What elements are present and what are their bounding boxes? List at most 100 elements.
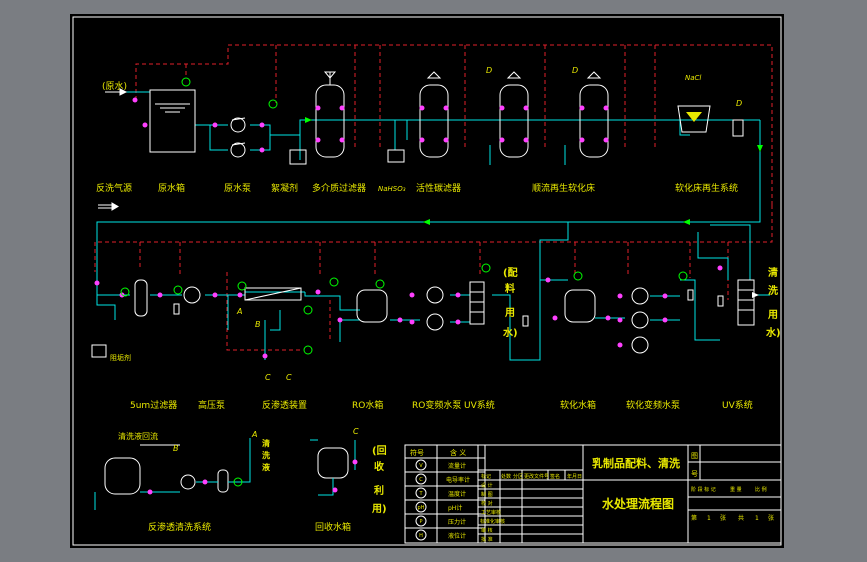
label-row3-b: B: [173, 444, 179, 453]
rev-5: 年月日: [567, 473, 582, 480]
legend-item-5: 液位计: [448, 532, 466, 540]
legend-item-3: pH计: [448, 504, 462, 512]
equipment-row-3: [104, 444, 349, 495]
high-pressure-pump: [183, 286, 201, 304]
legend-symbol-4: P: [419, 519, 422, 525]
regen-pump: [732, 119, 744, 137]
legend-item-2: 温度计: [448, 490, 466, 498]
label-soft-tank: 软化水箱: [560, 399, 596, 411]
label-backwash-gas: 反洗气源: [96, 182, 132, 194]
revision-row: 标记 处数 分区 更改文件号 签名 年月日: [481, 473, 582, 480]
label-tu: 图: [691, 452, 698, 460]
label-uv-1: UV系统: [464, 399, 495, 411]
label-ro-pump: RO变频水泵: [412, 399, 461, 411]
rev-2: 分区: [513, 473, 523, 480]
legend-item-1: 电导率计: [446, 476, 470, 484]
legend-symbol-0: V: [419, 463, 423, 469]
scale-inhibitor-tank: [91, 344, 107, 358]
label-d1: D: [486, 66, 492, 75]
outlet-ingredient-1: (配: [503, 267, 518, 279]
legend-symbol-2: T: [418, 491, 423, 497]
label-flocculant: 絮凝剂: [271, 182, 298, 194]
clean-liquid-side: 清 洗 液: [262, 438, 270, 472]
outlet-cleaning-water: 清 洗 用 水): [765, 266, 781, 339]
drawing-sheet: [70, 14, 784, 548]
rev-3: 更改文件号: [524, 473, 549, 480]
uv-system-2: [737, 279, 755, 326]
ro-tank: [356, 289, 388, 323]
outlet-cleaning-2: 洗: [768, 284, 778, 297]
label-softener-bed: 顺流再生软化床: [532, 182, 595, 194]
sign-6: 批 准: [481, 536, 493, 543]
label-row3-a: A: [251, 430, 257, 439]
arrow-down-1: [757, 145, 763, 152]
flocculant-tank: [289, 149, 307, 165]
label-ro-tank: RO水箱: [352, 399, 383, 411]
label-c1: C: [265, 373, 271, 382]
label-d2: D: [572, 66, 578, 75]
label-hp-pump: 高压泵: [198, 399, 225, 411]
outlet-ingredient-4: 水): [502, 326, 518, 339]
sign-1: 制 图: [481, 491, 493, 498]
sheet-1: 1: [707, 515, 711, 522]
grid-2: 比 例: [755, 486, 767, 493]
legend-symbols: V C T pH P H: [418, 463, 425, 539]
outlet-ingredient-water: (配 料 用 水): [502, 267, 518, 339]
equipment-row-2: [91, 279, 755, 358]
label-uv-2: UV系统: [722, 399, 753, 411]
label-raw-tank: 原水箱: [158, 182, 185, 194]
label-clean-return: 清洗液回流: [118, 431, 158, 441]
grid-row: 阶 段 标 记 重 量 比 例: [691, 486, 767, 493]
sign-5: 审 核: [481, 527, 493, 534]
arrow-left-1: [423, 219, 430, 225]
cleaning-tank: [104, 457, 141, 495]
softener-bed-1: [499, 84, 529, 158]
soft-pump-3: [631, 336, 649, 354]
outlet-cleaning-3: 用: [767, 309, 778, 321]
outlet-ingredient-2: 料: [505, 282, 515, 295]
label-clean-system: 反渗透清洗系统: [148, 521, 211, 533]
sign-4: 标准化审核: [480, 518, 505, 525]
arrow-right-1: [305, 117, 312, 123]
sheet-5: 张: [768, 514, 774, 522]
sheet-2: 张: [720, 514, 726, 522]
sign-2: 校 对: [481, 500, 493, 507]
brine-tank: [677, 105, 711, 133]
cleaning-filter: [217, 469, 229, 493]
outlet-ingredient-3: 用: [504, 307, 515, 319]
recycle-side-4: 用): [371, 503, 387, 515]
legend-symbol-5: H: [419, 533, 423, 539]
raw-water-pump-1: [230, 117, 246, 133]
label-recycle-tank: 回收水箱: [315, 521, 351, 533]
legend-meanings: 流量计 电导率计 温度计 pH计 压力计 液位计: [446, 462, 470, 540]
label-nacl: NaCl: [685, 74, 701, 82]
raw-water-pump-2: [230, 142, 246, 158]
clean-liquid-1: 清: [262, 438, 270, 448]
softener-bed-2: [579, 84, 609, 158]
nahso3-tank: [387, 149, 405, 163]
clean-liquid-3: 液: [262, 462, 270, 472]
legend-symbol-1: C: [419, 477, 423, 483]
drawing-border: [72, 16, 782, 546]
recycle-side-2: 收: [374, 460, 384, 473]
recycle-side-3: 利: [374, 484, 384, 497]
label-regen-system: 软化床再生系统: [675, 182, 738, 194]
rev-1: 处数: [501, 473, 511, 480]
clean-liquid-2: 洗: [262, 450, 270, 460]
label-c2: C: [286, 373, 292, 382]
legend-table: [404, 444, 486, 544]
raw-water-tank: [149, 89, 196, 153]
label-carbon: 活性碳滤器: [416, 182, 461, 194]
label-ro-unit: 反渗透装置: [262, 399, 307, 411]
ro-pump-2: [426, 313, 444, 331]
legend-header-symbol: 符号: [410, 448, 424, 457]
sign-3: 工艺审核: [481, 509, 501, 516]
outlet-cleaning-4: 水): [765, 326, 781, 339]
legend-item-0: 流量计: [448, 462, 466, 470]
recycle-side: (回 收 利 用): [371, 445, 387, 515]
drawing-title: 水处理流程图: [602, 496, 674, 511]
recycle-side-1: (回: [372, 445, 387, 457]
label-d3: D: [736, 99, 742, 108]
five-um-filter: [134, 279, 148, 317]
